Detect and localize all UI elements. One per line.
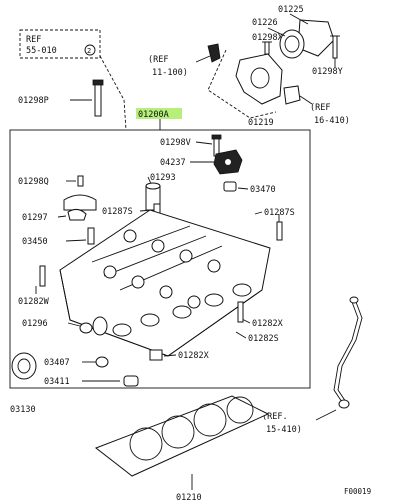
ref-11-label: (REF (148, 55, 168, 65)
label-04237: 04237 (160, 158, 186, 168)
label-01297: 01297 (22, 213, 48, 223)
ref-55-circle-number: 2 (87, 47, 91, 55)
ref-55-circle (84, 44, 96, 56)
label-01293: 01293 (150, 173, 176, 183)
label-01298X-top: 01298X (252, 33, 284, 43)
label-01287S-left: 01287S (102, 207, 133, 217)
label-03450: 03450 (22, 237, 48, 247)
label-01282S: 01282S (248, 334, 279, 344)
label-01287S-right: 01287S (264, 208, 295, 218)
label-01298V: 01298V (160, 138, 191, 148)
highlight-01200A (136, 108, 182, 119)
cylinder-head (59, 209, 271, 357)
label-03411: 03411 (44, 377, 70, 387)
ref-55-number: 55-010 (26, 46, 57, 56)
ref-11-number: 11-100) (152, 68, 188, 78)
ref-16-number: 16-410) (314, 116, 350, 126)
label-03130: 03130 (10, 405, 36, 415)
label-01210: 01210 (176, 493, 202, 503)
label-01200A: 01200A (138, 110, 169, 120)
ref-15-number: 15-410) (266, 425, 302, 435)
label-01298Q: 01298Q (18, 177, 49, 187)
label-01298Y: 01298Y (312, 67, 343, 77)
label-01282X-right: 01282X (252, 319, 284, 329)
label-01282W: 01282W (18, 297, 50, 307)
label-01226: 01226 (252, 18, 278, 28)
label-03470: 03470 (250, 185, 276, 195)
label-01219: 01219 (248, 118, 274, 128)
ref-box-55 (19, 29, 101, 59)
label-01298P: 01298P (18, 96, 49, 106)
ref-55-label: REF (26, 35, 41, 45)
figure-id: F00019 (344, 487, 371, 496)
head-gasket (94, 395, 270, 477)
ref-16-label: (REF (310, 103, 330, 113)
ref-15-label: (REF. (262, 412, 288, 422)
label-01296: 01296 (22, 319, 48, 329)
label-01225: 01225 (278, 5, 304, 15)
label-03407: 03407 (44, 358, 70, 368)
label-01282X-bottom: 01282X (178, 351, 210, 361)
